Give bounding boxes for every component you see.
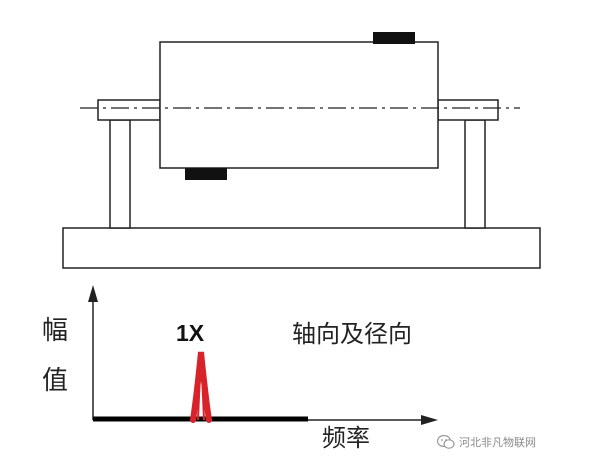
peak-label: 1X (176, 320, 205, 346)
y-axis-label-top: 幅 (42, 316, 69, 346)
left-bearing (97, 99, 161, 121)
y-axis-arrow (88, 285, 98, 302)
wechat-icon (437, 434, 455, 449)
x-axis-arrow (421, 415, 438, 425)
peak-1x (190, 351, 212, 423)
vibration-direction-label: 轴向及径向 (292, 320, 412, 348)
right-bearing (437, 99, 499, 121)
right-support (464, 119, 486, 229)
base-plate (62, 227, 541, 269)
watermark: 河北非凡物联网 (437, 434, 536, 450)
y-axis-label-bottom: 值 (42, 366, 69, 396)
unbalance-mass-top (373, 32, 415, 44)
unbalance-mass-bottom (185, 168, 227, 180)
watermark-text: 河北非凡物联网 (459, 436, 536, 449)
rotor-body (159, 41, 439, 169)
peak-1x-inner (197, 359, 205, 421)
left-support (109, 119, 131, 229)
x-axis-label: 频率 (322, 424, 370, 452)
